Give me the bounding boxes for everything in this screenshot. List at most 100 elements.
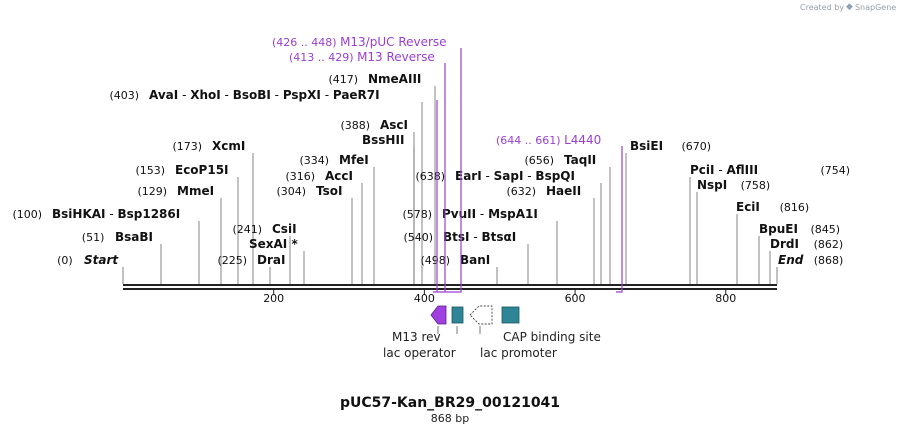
feature-label: lac promoter (480, 346, 557, 360)
enzyme-name: End (778, 253, 804, 267)
site-name: NmeAIII (368, 72, 421, 86)
enzyme-name: EciI (736, 200, 760, 214)
ruler-tick-label: 600 (565, 292, 586, 305)
enzyme-name: AflIII (726, 163, 758, 177)
site-csii: (241)CsiI (233, 222, 297, 284)
enzyme-name: PaeR7I (333, 88, 380, 102)
site-bpuei: (845)BpuEI (758, 222, 841, 284)
enzyme-name: BanI (460, 253, 490, 267)
site-position-label: (670) (682, 140, 712, 153)
feature-label: CAP binding site (503, 330, 601, 344)
site-name: AscI (380, 118, 408, 132)
site-name: PciI - AflIII (690, 163, 758, 177)
primer-bracket (616, 146, 623, 293)
site-acci: (316) AccI (286, 169, 363, 284)
site-position-label: (225) (218, 254, 248, 267)
site-name: MfeI (339, 153, 369, 167)
site-position-label: (816) (780, 201, 810, 214)
enzyme-name: BsiHKAI (52, 207, 106, 221)
site-eari: (638)EarI - SapI - BspQI (416, 169, 602, 284)
site-pcii: (754) PciI - AflIII (689, 163, 851, 284)
site-name: BtsI - BtsαI (443, 230, 516, 244)
feature-label: lac operator (383, 346, 456, 360)
site-name: HaeII (546, 184, 581, 198)
site-position-label: (638) (416, 170, 446, 183)
site-name: NspI (697, 178, 727, 192)
site-name: XcmI (212, 139, 245, 153)
site-position-label: (754) (821, 164, 851, 177)
enzyme-name: XcmI (212, 139, 245, 153)
enzyme-name: TaqII (564, 153, 596, 167)
features: M13 rev lac operator lac promoter CAP bindi… (383, 305, 601, 360)
credit-brand: SnapGene (854, 2, 897, 12)
site-name-separator: - (523, 169, 535, 183)
site-name: Start (84, 253, 119, 267)
site-position-label: (758) (741, 179, 771, 192)
site-position-label: (334) (300, 154, 330, 167)
enzyme-name: BssHII (362, 133, 404, 147)
site-ecop15i: (153) EcoP15I (136, 163, 239, 284)
site-name: PvuII - MspA1I (442, 207, 538, 221)
sequence-length: 868 bp (430, 412, 470, 425)
site-position-label: (388) (341, 119, 371, 132)
feature-label: M13 rev (392, 330, 441, 344)
site-end: (868) End (776, 253, 844, 284)
primer-name: M13 Reverse (357, 50, 435, 64)
primer-m13-puc-reverse: (426 .. 448) M13/pUC Reverse (272, 35, 462, 293)
site-position-label: (100) (13, 208, 43, 221)
primer-range: (426 .. 448) (272, 36, 340, 49)
site-position-label: (845) (811, 223, 841, 236)
site-name: EcoP15I (175, 163, 229, 177)
primer-bracket (445, 48, 462, 293)
enzyme-name: AccI (325, 169, 353, 183)
site-position-label: (153) (136, 164, 166, 177)
enzyme-name: BtsαI (481, 230, 516, 244)
enzyme-name: NmeAIII (368, 72, 421, 86)
site-name: End (778, 253, 804, 267)
site-bsshii: BssHII (362, 133, 415, 284)
site-mmei: (129)MmeI (138, 184, 222, 284)
site-name: DrdI (770, 237, 799, 251)
site-position-label: (578) (403, 208, 433, 221)
site-position-label: (540) (404, 231, 434, 244)
enzyme-name: BsoBI (233, 88, 271, 102)
site-name: TaqII (564, 153, 596, 167)
site-position-label: (316) (286, 170, 316, 183)
site-bsihkai: (100) BsiHKAI - Bsp1286I (13, 207, 200, 284)
site-name-separator: - (482, 169, 494, 183)
primer-label: (644 .. 661) L4440 (496, 133, 601, 147)
site-position-label: (632) (507, 185, 537, 198)
enzyme-name: Bsp1286I (117, 207, 180, 221)
feature-lac-operator: lac operator (383, 306, 464, 360)
site-position-label: (0) (57, 254, 73, 267)
site-name: BanI (460, 253, 490, 267)
site-name: CsiI (272, 222, 297, 236)
site-name-separator: - (106, 207, 118, 221)
ruler-tick-label: 800 (715, 292, 736, 305)
credit: Created by ◆ SnapGene (800, 2, 896, 12)
site-ecii: (816) EciI (736, 200, 809, 284)
ruler-tick-label: 400 (414, 292, 435, 305)
enzyme-name: MmeI (177, 184, 214, 198)
site-name: AvaI - XhoI - BsoBI - PspXI - PaeR7I (149, 88, 380, 102)
site-position-label: (868) (814, 254, 844, 267)
site-drdi: (862)DrdI (769, 237, 843, 284)
primer-range: (413 .. 429) (289, 51, 357, 64)
feature-lac-promoter: lac promoter (469, 305, 557, 360)
site-pvuii: (578) PvuII - MspA1I (403, 207, 558, 284)
site-bani: (498)BanI (421, 253, 498, 284)
enzyme-name: TsoI (316, 184, 342, 198)
site-mfei: (334) MfeI (300, 153, 375, 284)
site-tsoi: (304)TsoI (277, 184, 353, 284)
primer-m13-reverse: (413 .. 429) M13 Reverse (289, 50, 446, 293)
site-name: MmeI (177, 184, 214, 198)
site-position-label: (51) (82, 231, 105, 244)
enzyme-name: CsiI (272, 222, 297, 236)
primer-name: M13/pUC Reverse (340, 35, 447, 49)
feature-m13-rev: M13 rev (392, 305, 447, 344)
site-name: BsiHKAI - Bsp1286I (52, 207, 180, 221)
enzyme-name: BsiEI (630, 139, 663, 153)
enzyme-name: PciI (690, 163, 715, 177)
site-taqii: (656)TaqII (525, 153, 611, 284)
